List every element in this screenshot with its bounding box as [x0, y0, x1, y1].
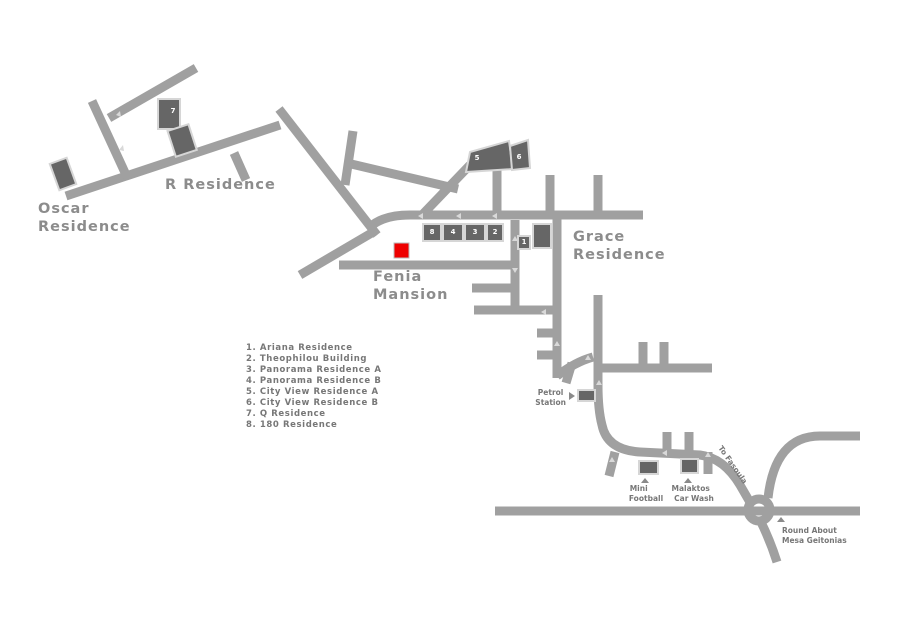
legend: 1. Ariana Residence 2. Theophilou Buildi… [246, 343, 382, 430]
label-line: Petrol [538, 388, 564, 397]
arrow-icon [116, 111, 121, 117]
pointer-icon [569, 392, 575, 400]
grace-residence-building [532, 223, 552, 249]
arrow-icon [541, 309, 546, 315]
mini-football-building [638, 460, 659, 475]
round-about-label: Round About Mesa Geitonias [782, 526, 847, 545]
road-north-spur [340, 130, 358, 186]
road-oscar-main [64, 120, 282, 201]
oscar-residence-label: Oscar Residence [38, 201, 131, 235]
roundabout [743, 494, 775, 526]
road-r-branch-upper [106, 64, 199, 122]
label-line: Car Wash [674, 494, 714, 503]
arrow-icon [512, 236, 518, 241]
arrow-icon [418, 213, 423, 219]
place-labels: Oscar Residence R Residence Fenia Mansio… [38, 177, 847, 545]
building-180-residence [422, 223, 442, 242]
road-north-diagonal [345, 158, 460, 194]
arrow-icon [554, 341, 560, 346]
legend-item: 7. Q Residence [246, 409, 326, 419]
building-number: 6 [517, 153, 522, 161]
road-loop-west [297, 227, 378, 279]
road-r-branch-south [229, 151, 251, 182]
label-line: Residence [573, 247, 666, 263]
fenia-mansion-label: Fenia Mansion [373, 269, 448, 303]
label-line: Oscar [38, 201, 90, 217]
label-line: Mansion [373, 287, 448, 303]
building-number: 8 [430, 228, 435, 236]
pointer-markers [569, 392, 785, 522]
fenia-mansion-marker [393, 242, 410, 259]
direction-arrows [116, 111, 711, 462]
legend-item: 1. Ariana Residence [246, 343, 353, 353]
arrow-icon [609, 457, 615, 462]
oscar-building [48, 156, 78, 192]
legend-item: 2. Theophilou Building [246, 354, 367, 364]
arrow-icon [119, 145, 124, 151]
road-loop-north [365, 210, 643, 232]
label-line: Mesa Geitonias [782, 536, 847, 545]
car-wash-label: Malaktos Car Wash [672, 484, 714, 503]
petrol-station-label: Petrol Station [535, 388, 566, 407]
road-roundabout-ne [763, 431, 860, 499]
legend-item: 8. 180 Residence [246, 420, 337, 430]
legend-item: 4. Panorama Residence B [246, 376, 381, 386]
label-line: Round About [782, 526, 837, 535]
label-line: Football [629, 494, 663, 503]
label-line: Fenia [373, 269, 422, 285]
arrow-icon [662, 450, 667, 456]
r-residence-label: R Residence [165, 177, 276, 193]
building-number: 3 [473, 228, 478, 236]
ariana-building [517, 235, 531, 250]
city-view-b-building [508, 138, 532, 172]
label-line: Mini [630, 484, 648, 493]
road-south-main [593, 295, 755, 507]
building-number: 2 [493, 228, 498, 236]
road-south-stub-west [604, 450, 620, 478]
road-network [64, 64, 860, 564]
arrow-icon [456, 213, 461, 219]
r-residence-building [166, 122, 199, 158]
q-residence-building [157, 98, 181, 130]
pointer-icon [684, 478, 692, 483]
panorama-a-building [464, 223, 486, 242]
arrow-icon [596, 380, 602, 385]
panorama-b-building [442, 223, 464, 242]
legend-item: 6. City View Residence B [246, 398, 379, 408]
pointer-icon [641, 478, 649, 483]
legend-item: 3. Panorama Residence A [246, 365, 382, 375]
petrol-station-building [577, 389, 596, 402]
grace-residence-label: Grace Residence [573, 229, 666, 263]
arrow-icon [492, 213, 497, 219]
car-wash-building [680, 458, 699, 474]
theophilou-building [486, 223, 504, 242]
city-view-a-building [464, 139, 515, 174]
road-petrol-stub [561, 361, 577, 385]
pointer-icon [777, 517, 785, 522]
road-roundabout-south [755, 517, 782, 564]
arrow-icon [705, 452, 711, 457]
road-connector [275, 106, 381, 238]
legend-item: 5. City View Residence A [246, 387, 379, 397]
building-number: 5 [475, 154, 480, 162]
label-line: Grace [573, 229, 625, 245]
building-number: 1 [522, 238, 527, 246]
buildings: 7 5 6 8 4 3 2 1 [48, 98, 699, 475]
label-line: Station [535, 398, 566, 407]
building-number: 7 [171, 107, 176, 115]
road-r-branch-north [87, 99, 132, 179]
label-line: Malaktos [672, 484, 711, 493]
building-number: 4 [451, 228, 456, 236]
road-city-view [418, 161, 474, 219]
mini-football-label: Mini Football [629, 484, 663, 503]
arrow-icon [585, 355, 591, 360]
label-line: Residence [38, 219, 131, 235]
arrow-icon [512, 268, 518, 273]
